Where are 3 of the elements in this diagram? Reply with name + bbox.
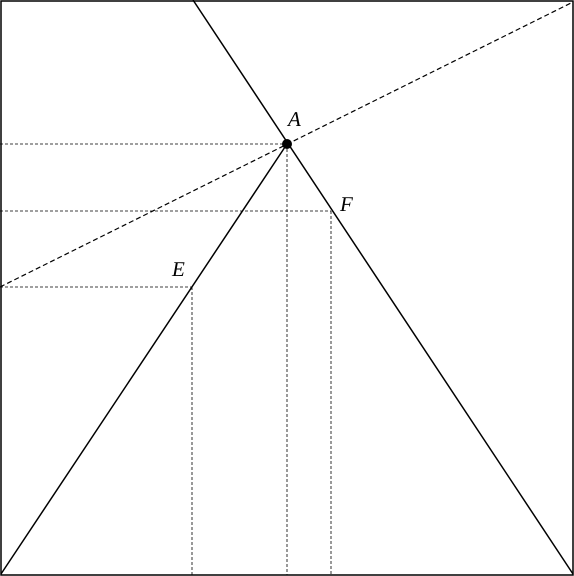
point-label: F [340,194,353,215]
point-label: E [172,259,185,280]
point-label: A [288,109,301,130]
